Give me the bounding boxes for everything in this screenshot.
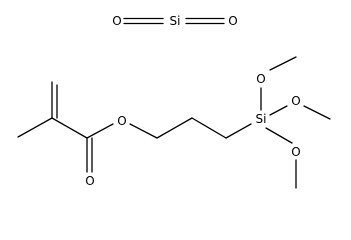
atom-label: O — [85, 174, 94, 188]
atom-label: O — [228, 14, 237, 28]
structure-canvas: O Si O O O Si O O O — [17, 14, 331, 189]
atom-label: O — [291, 94, 300, 108]
bond-si-o-right — [269, 105, 288, 116]
bond-methyl — [17, 117, 53, 138]
silicon-dioxide: O Si O — [112, 14, 237, 28]
atom-label: Si — [170, 14, 181, 28]
bond-c-c-carbonyl — [51, 117, 88, 139]
atom-label: Si — [256, 112, 267, 126]
chemical-structure-diagram: O Si O O O Si O O O — [17, 14, 331, 189]
bond-o-ch2 — [129, 123, 158, 139]
atom-label: O — [291, 145, 300, 159]
bond-o-ch3-right — [303, 105, 331, 120]
bond-ch2-ch2-b — [191, 117, 227, 139]
atom-label: O — [256, 72, 265, 86]
atom-label: O — [117, 114, 126, 128]
bond-c-o-ester — [86, 123, 114, 139]
bond-o-ch3-top — [269, 56, 297, 71]
methacryloxypropyl-trimethoxysilane: O O Si O O O — [17, 56, 331, 189]
bond-si-o-bottom — [265, 127, 293, 144]
atom-label: O — [112, 14, 121, 28]
bond-ch2-ch2 — [156, 117, 193, 139]
bond-ch2-si — [225, 123, 252, 139]
